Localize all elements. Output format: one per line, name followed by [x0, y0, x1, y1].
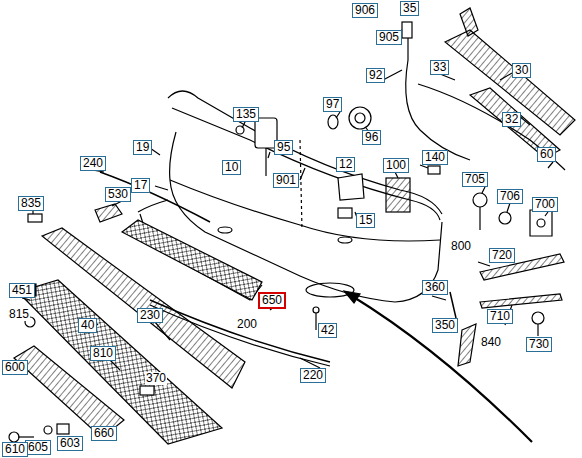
callout-number: 220: [303, 368, 323, 382]
callout-box: 350: [432, 318, 458, 333]
callout-box: 901: [273, 173, 299, 188]
callout-box: 96: [362, 130, 381, 145]
callout-number: 40: [81, 318, 94, 332]
callout-number: 530: [108, 187, 128, 201]
callout-box: 60: [537, 147, 556, 162]
callout-number: 835: [21, 196, 41, 210]
callout-number: 240: [83, 156, 103, 170]
callout-number: 705: [465, 172, 485, 186]
callout-number: 97: [326, 97, 339, 111]
callout-box: 140: [422, 150, 448, 165]
callout-number: 700: [535, 197, 555, 211]
callout-number: 230: [140, 308, 160, 322]
callout-number: 140: [425, 150, 445, 164]
callout-number: 710: [490, 309, 510, 323]
callout-box: 92: [366, 68, 385, 83]
callout-number: 15: [359, 213, 372, 227]
callout-number: 32: [505, 112, 518, 126]
callout-box: 650: [258, 292, 286, 309]
callout-box: 905: [376, 30, 402, 45]
callout-number: 17: [134, 178, 147, 192]
callout-box: 603: [57, 436, 83, 451]
callout-box: 10: [222, 160, 241, 175]
callout-box: 660: [91, 426, 117, 441]
callout-number: 610: [5, 442, 25, 456]
callout-box: 40: [78, 318, 97, 333]
callout-box: 730: [526, 337, 552, 352]
callout-number: 200: [236, 318, 258, 331]
callout-number: 905: [379, 30, 399, 44]
callout-box: 100: [383, 158, 409, 173]
callout-number: 370: [145, 372, 167, 385]
callout-number: 42: [321, 323, 334, 337]
callout-number: 706: [500, 189, 520, 203]
callout-number: 60: [540, 147, 553, 161]
callout-number: 10: [225, 160, 238, 174]
callout-number: 360: [425, 280, 445, 294]
callout-number: 600: [5, 360, 25, 374]
callout-number: 815: [8, 308, 30, 321]
callout-number: 800: [450, 240, 472, 253]
callout-box: 906: [352, 3, 378, 18]
callout-number: 720: [492, 248, 512, 262]
callout-box: 33: [430, 60, 449, 75]
callout-box: 706: [497, 189, 523, 204]
callout-box: 220: [300, 368, 326, 383]
callout-number: 35: [403, 1, 416, 15]
callout-number: 30: [515, 63, 528, 77]
callout-box: 835: [18, 196, 44, 211]
callout-number: 901: [276, 173, 296, 187]
callout-number: 730: [529, 337, 549, 351]
callout-box: 451: [9, 283, 35, 298]
callout-number: 810: [93, 346, 113, 360]
callout-box: 32: [502, 112, 521, 127]
callout-number: 19: [136, 140, 149, 154]
callout-box: 95: [274, 140, 293, 155]
callout-box: 710: [487, 309, 513, 324]
callout-box: 35: [400, 1, 419, 16]
callout-box: 700: [532, 197, 558, 212]
callout-box: 97: [323, 97, 342, 112]
callout-box: 12: [336, 157, 355, 172]
callout-number: 605: [28, 440, 48, 454]
callout-number: 650: [262, 293, 282, 307]
callout-number: 350: [435, 318, 455, 332]
callout-number: 95: [277, 140, 290, 154]
callout-number: 451: [12, 283, 32, 297]
callout-box: 240: [80, 156, 106, 171]
callout-box: 360: [422, 280, 448, 295]
callout-box: 610: [2, 442, 28, 457]
callout-box: 30: [512, 63, 531, 78]
callout-number: 92: [369, 68, 382, 82]
callout-box: 135: [233, 107, 259, 122]
callout-number: 906: [355, 3, 375, 17]
callout-box: 810: [90, 346, 116, 361]
callout-box: 605: [25, 440, 51, 455]
callout-box: 15: [356, 213, 375, 228]
callout-box: 530: [105, 187, 131, 202]
callout-box: 42: [318, 323, 337, 338]
callout-number: 603: [60, 436, 80, 450]
callout-number: 840: [480, 336, 502, 349]
callout-number: 33: [433, 60, 446, 74]
callout-box: 705: [462, 172, 488, 187]
callout-number: 100: [386, 158, 406, 172]
callout-box: 230: [137, 308, 163, 323]
callout-number: 12: [339, 157, 352, 171]
callout-number: 135: [236, 107, 256, 121]
callout-box: 720: [489, 248, 515, 263]
callout-box: 19: [133, 140, 152, 155]
callout-number: 96: [365, 130, 378, 144]
callout-box: 17: [131, 178, 150, 193]
callout-box: 600: [2, 360, 28, 375]
callout-number: 660: [94, 426, 114, 440]
